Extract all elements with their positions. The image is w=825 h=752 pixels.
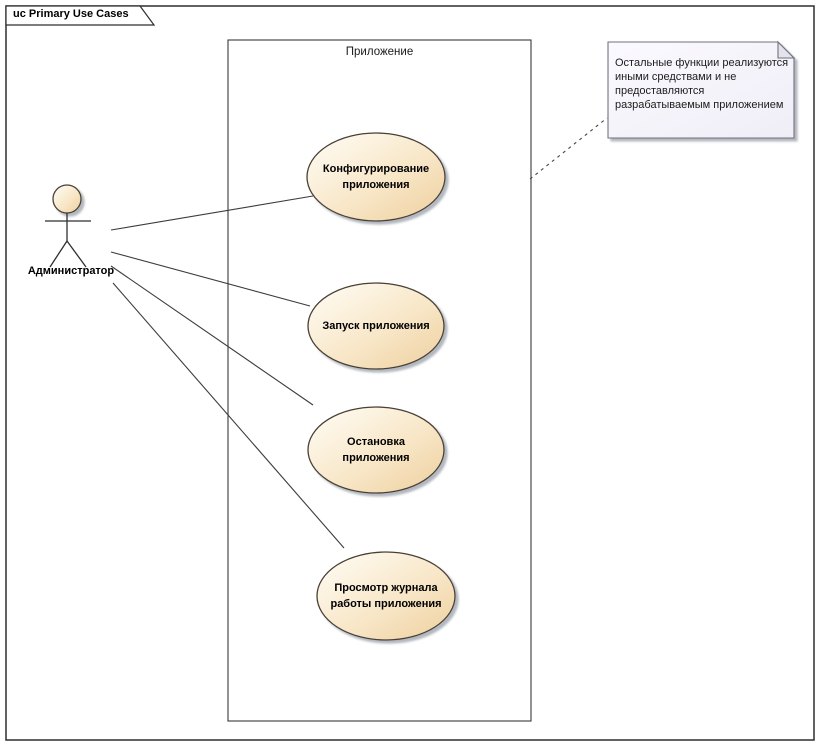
note-anchor-connector[interactable] (529, 117, 608, 180)
actor-head (52, 184, 82, 214)
association-start[interactable] (110, 251, 311, 307)
use-case-label-start: Запуск приложения (322, 320, 430, 332)
actor-administrator[interactable] (45, 184, 91, 268)
frame-border (5, 5, 815, 741)
note-shape[interactable] (607, 40, 796, 139)
use-case-label-configure: Конфигурирование приложения (322, 163, 430, 191)
frame-tab (5, 5, 156, 26)
use-case-label-view-log: Просмотр журнала работы приложения (330, 582, 442, 610)
use-case-label-stop: Остановка приложения (342, 436, 410, 464)
system-boundary-label: Приложение (345, 46, 414, 58)
actor-right-leg (66, 240, 87, 268)
use-case-view-application-log[interactable] (316, 551, 456, 641)
frame-title: uc Primary Use Cases (13, 8, 129, 20)
note-fold-corner (777, 40, 796, 59)
actor-left-leg (49, 240, 68, 268)
actor-label: Администратор (27, 265, 115, 277)
association-configure[interactable] (110, 195, 314, 231)
note-text: Остальные функции реализуются иными сред… (615, 57, 789, 111)
association-stop[interactable] (110, 265, 314, 406)
association-view-log[interactable] (112, 282, 345, 549)
use-case-stop-application[interactable] (307, 406, 445, 494)
use-case-configure-application[interactable] (306, 132, 446, 222)
use-case-start-application[interactable] (307, 282, 445, 370)
